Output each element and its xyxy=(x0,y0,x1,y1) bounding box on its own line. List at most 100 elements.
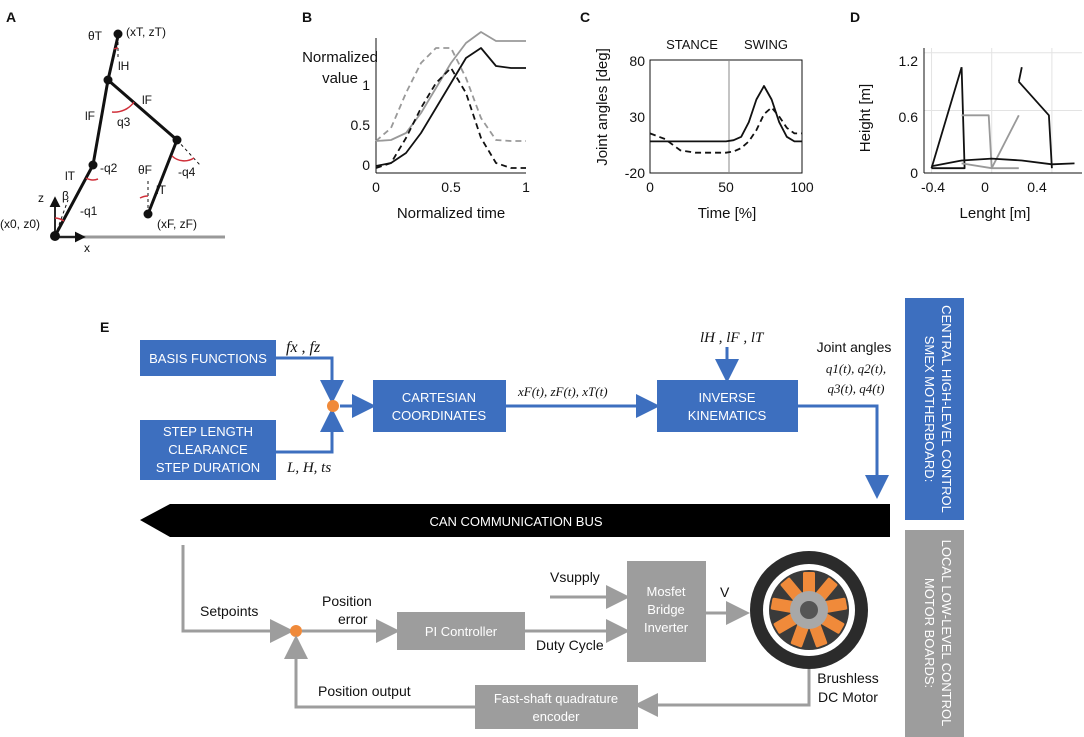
mosfet-text-2: Bridge xyxy=(647,602,685,617)
panel-b: B Normalized value 0 0.5 1 0 0.5 1 Norma… xyxy=(302,9,530,222)
q3-arc xyxy=(111,101,135,113)
panel-d: D Height [m] 1.2 0.6 0 -0.4 0 0.4 Lenght… xyxy=(850,9,1082,222)
chart-b-ytick-2: 1 xyxy=(362,77,370,93)
panel-d-label: D xyxy=(850,9,860,25)
chart-d-series-1 xyxy=(930,66,963,169)
q3-label: q3 xyxy=(117,115,131,129)
chart-d-series-4 xyxy=(1018,81,1053,169)
q4-ref-line xyxy=(176,139,201,166)
chart-b-series-0 xyxy=(375,47,526,167)
setpoints-label: Setpoints xyxy=(200,603,258,619)
vsupply-label: Vsupply xyxy=(550,569,600,585)
chart-c-swing-label: SWING xyxy=(744,37,788,52)
chart-c-stance-label: STANCE xyxy=(666,37,718,52)
joint-origin xyxy=(50,231,60,241)
chart-b-series-3 xyxy=(375,47,526,142)
lh-label: lH xyxy=(118,59,129,73)
joint-angles-line-2: q3(t), q4(t) xyxy=(827,381,884,396)
motor-boards-text-2: LOCAL LOW-LEVEL CONTROL xyxy=(939,540,954,727)
joint-hip xyxy=(103,75,113,85)
chart-b-xtick-2: 1 xyxy=(522,179,530,195)
chart-d-xlabel: Lenght [m] xyxy=(960,205,1031,222)
motor-boards-text-1: MOTOR BOARDS: xyxy=(922,578,937,688)
joint-angles-line-1: q1(t), q2(t), xyxy=(826,361,886,376)
basis-to-sum-arrow xyxy=(276,356,344,404)
step-params-box xyxy=(140,420,276,480)
motor-blade-3 xyxy=(820,613,845,634)
neg-q1-label: -q1 xyxy=(80,204,98,218)
mosfet-box xyxy=(627,561,706,662)
motor-blade-5 xyxy=(790,623,809,648)
beta-arc xyxy=(54,217,65,222)
chart-d-ytick-0: 0 xyxy=(910,165,918,181)
q2-arc xyxy=(85,177,99,181)
panel-a-label: A xyxy=(6,9,16,25)
chart-d-xtick-neg0-4: -0.4 xyxy=(921,179,945,195)
chart-b-ytick-1: 0.5 xyxy=(351,117,371,133)
ik-to-bus-arrow xyxy=(798,404,889,499)
chart-c-series-0 xyxy=(650,85,802,143)
chart-d-ytick-0-6: 0.6 xyxy=(899,109,919,125)
motor-label-1: Brushless xyxy=(817,670,878,686)
chart-d-series-7 xyxy=(1017,67,1023,82)
motor-label-2: DC Motor xyxy=(818,689,878,705)
motor-blade-7 xyxy=(770,597,795,613)
chart-b-xtick-0: 0 xyxy=(372,179,380,195)
lht-label: L, H, ts xyxy=(286,460,331,476)
motor-rotor-blades xyxy=(770,572,848,648)
origin-point-label: (x0, z0) xyxy=(0,217,40,231)
encoder-text-1: Fast-shaft quadrature xyxy=(494,691,618,706)
brushless-motor-icon xyxy=(750,551,868,669)
chart-b-series-2 xyxy=(375,67,526,169)
chart-c-xtick-50: 50 xyxy=(718,179,734,195)
pi-controller-box xyxy=(397,612,525,650)
chart-b-ytick-0: 0 xyxy=(362,157,370,173)
chart-d-xtick-0-4: 0.4 xyxy=(1027,179,1047,195)
panel-b-label: B xyxy=(302,9,312,25)
chart-c-xtick-0: 0 xyxy=(646,179,654,195)
smex-motherboard-box xyxy=(905,298,964,520)
inverse-text-2: KINEMATICS xyxy=(688,408,767,423)
inverse-kinematics-box xyxy=(657,380,798,432)
basis-functions-box xyxy=(140,340,276,376)
motor-blade-0 xyxy=(803,572,815,594)
encoder-box xyxy=(475,685,638,729)
basis-functions-text: BASIS FUNCTIONS xyxy=(149,351,267,366)
chart-b-plot xyxy=(375,31,526,169)
foot-point-label: (xF, zF) xyxy=(157,217,197,231)
sum-junction-gray xyxy=(290,625,302,637)
motor-boards-box xyxy=(905,530,964,737)
panel-a: A θT (xT, zT) lH lF lF q3 l xyxy=(0,9,225,255)
motor-blade-4 xyxy=(809,623,828,648)
chart-d-ytick-1-2: 1.2 xyxy=(899,53,919,69)
chart-d-series-2 xyxy=(961,114,993,169)
smex-text-1: SMEX MOTHERBOARD: xyxy=(922,336,937,483)
mosfet-text-1: Mosfet xyxy=(646,584,685,599)
x-axis-label: x xyxy=(84,241,90,255)
z-axis-label: z xyxy=(38,191,44,205)
chart-c-plot xyxy=(649,85,802,154)
thetat-arc xyxy=(113,47,119,50)
smex-text-2: CENTRAL HIGH-LEVEL CONTROL xyxy=(939,305,954,513)
pi-controller-text: PI Controller xyxy=(425,624,498,639)
chart-c-ylabel: Joint angles [deg] xyxy=(594,48,611,166)
limbs-label: lH , lF , lT xyxy=(700,330,765,346)
position-error-label-2: error xyxy=(338,611,368,627)
chart-c-xtick-100: 100 xyxy=(790,179,814,195)
chart-d-series-0 xyxy=(931,67,966,170)
lf-label-2: lF xyxy=(142,93,152,107)
mosfet-text-3: Inverter xyxy=(644,620,689,635)
joint-front-knee xyxy=(172,135,182,145)
chart-d-series-6 xyxy=(961,162,1019,170)
sum-junction-blue xyxy=(327,400,339,412)
encoder-text-2: encoder xyxy=(533,709,581,724)
cartesian-box xyxy=(373,380,506,432)
joint-top xyxy=(113,29,123,39)
chart-b-xlabel: Normalized time xyxy=(397,205,505,222)
can-bus-arrow xyxy=(140,504,890,537)
chart-c-frame xyxy=(649,59,803,174)
chart-b-series-1 xyxy=(375,31,526,142)
chart-d-xtick-0: 0 xyxy=(981,179,989,195)
q4-arc xyxy=(171,155,195,162)
